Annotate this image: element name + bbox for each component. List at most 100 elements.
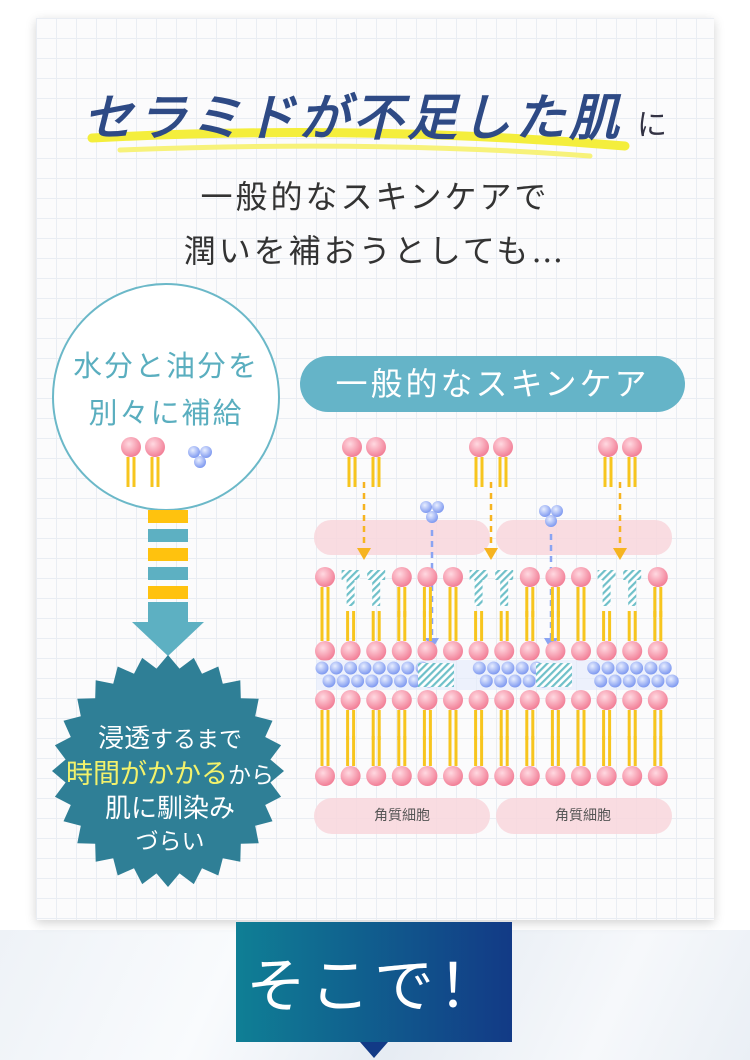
incoming-lipid [493,437,513,487]
lipid-tail [448,611,452,641]
badge-line2-b: から [228,763,274,789]
lipid-tail [576,736,580,766]
ceramide-in-gap [341,570,360,606]
water-dot [637,674,651,688]
lipid-head [622,437,642,457]
lipid-head [647,766,668,786]
incoming-lipid [366,437,386,487]
upper-lipid-top [647,567,668,617]
water-dot [394,674,407,688]
badge-line4-text: づらい [135,829,205,855]
lipid-tail [371,710,375,740]
water-dot [615,661,629,675]
lipid-head [647,641,668,661]
lipid-head [469,437,489,457]
upper-lipid-top [571,567,591,617]
cell-band [496,798,672,834]
yellow-arrow-head [484,548,498,560]
lipid-head [145,437,165,457]
lipid-tail [505,710,509,740]
lipid-head [417,766,438,786]
lipid-tail [633,457,637,487]
lipid-tail [371,611,375,641]
lipid-head [494,690,515,710]
lipid-tail [531,587,535,617]
lipid-head [622,690,643,710]
lipid-tail [550,611,554,641]
lipid-tail [576,710,580,740]
lipid-tail [525,587,529,617]
lipid-tail [377,457,381,487]
upper-lipid-bottom [468,611,489,661]
water-dot [365,674,379,688]
ceramide-in-gap [495,570,514,606]
lipid-tail [659,587,663,617]
lipid-tail [428,736,432,766]
yellow-arrow-head [613,548,627,560]
lipid-tail [397,710,401,740]
lipid-head [571,567,591,587]
lipid-tail [126,457,130,487]
lipid-tail [627,710,631,740]
water-dot [329,661,343,675]
badge-line1: 浸透するまで [50,718,290,755]
lipid-head [417,690,438,710]
cell-label-right: 角質細胞 [555,808,611,824]
water-dot [522,674,536,688]
lipid-head [494,641,515,661]
lipid-tail [352,736,356,766]
lipid-head [493,437,513,457]
upper-lipid-top [545,567,566,617]
lipid-tail [397,587,401,617]
water-dot [344,661,358,675]
ceramide-shape [469,570,488,606]
lipid-tail [320,710,324,740]
upper-lipid-bottom [571,611,591,661]
lipid-tail [454,587,458,617]
lipid-tail [556,611,560,641]
water-dot [420,501,432,513]
lower-lipid-bottom [468,736,489,786]
lipid-tail [659,710,663,740]
lipid-tail [525,611,529,641]
lower-lipid-bottom [622,736,643,786]
lipid-tail [422,710,426,740]
lipid-tail [326,710,330,740]
lipid-head [391,690,412,710]
scalloped-badge [52,655,284,887]
lipid-tail [346,710,350,740]
badge-line1-b: するまで [150,727,242,753]
lipid-tail [576,587,580,617]
arrow-stripe [148,567,188,580]
ceramide-shape [341,570,360,606]
lipid-head [443,766,463,786]
lipid-tail [556,736,560,766]
lipid-tail [531,710,535,740]
circle-lipid-icon [121,437,141,487]
water-dot [551,505,563,517]
circle-water-icon [188,446,212,468]
arrow-stripe [148,529,188,542]
banner-text: そこで！ [246,952,502,1022]
lipid-tail [603,457,607,487]
lipid-tail [448,736,452,766]
lipid-head [443,690,463,710]
lipid-tail [474,710,478,740]
upper-lipid-bottom [647,611,668,661]
water-dot [587,661,601,675]
lipid-tail [422,736,426,766]
lower-lipid-bottom [366,736,387,786]
water-dot [432,501,444,513]
lower-lipid-top [494,690,515,740]
water-dot [644,661,658,675]
circle-lipid-icon [145,437,165,487]
lipid-head [647,690,668,710]
lipid-head [596,690,617,710]
lipid-tail [633,736,637,766]
lower-lipid-top [391,690,412,740]
arrow-stripe [148,586,188,599]
lipid-head [622,766,643,786]
lower-lipid-bottom [391,736,412,786]
